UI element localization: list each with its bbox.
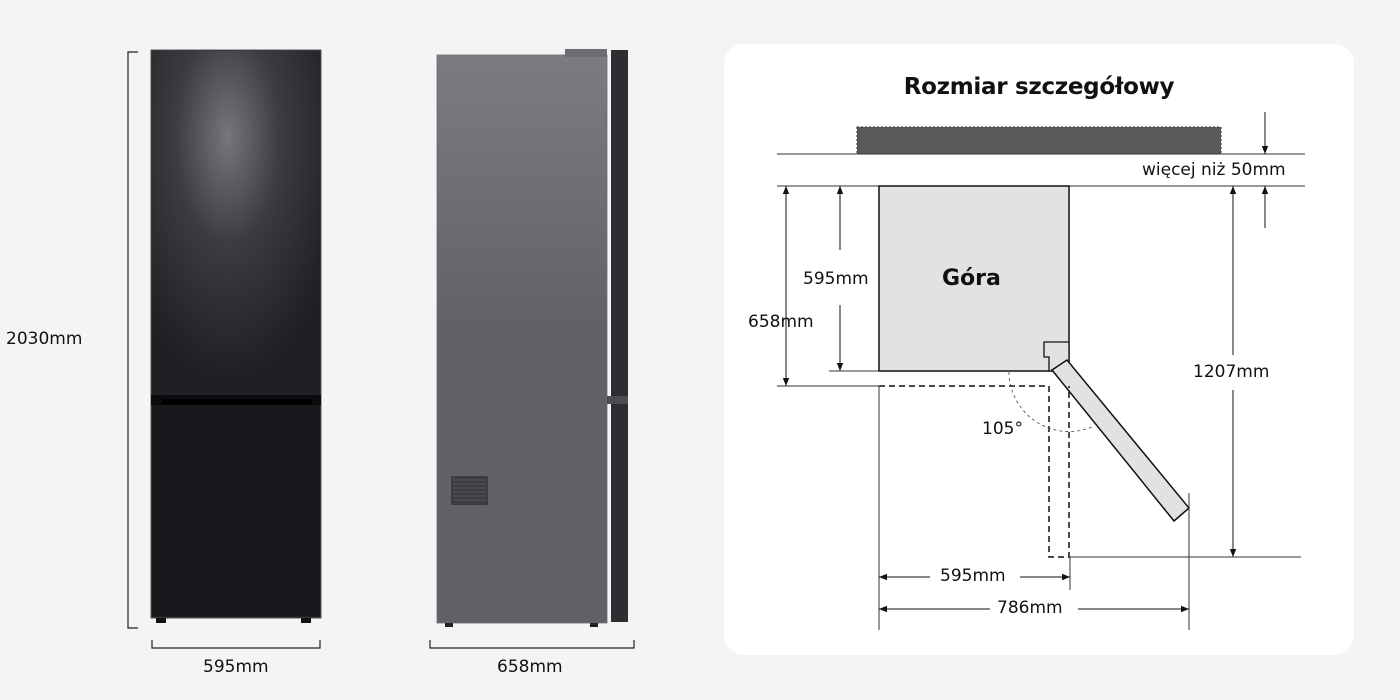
panel-title: Rozmiar szczegółowy <box>903 74 1175 100</box>
door-angle-label: 105° <box>982 419 1023 439</box>
top-view-body-label: Góra <box>942 266 1001 291</box>
width-label: 595mm <box>940 566 1006 586</box>
front-width-label: 595mm <box>203 657 269 677</box>
height-label: 2030mm <box>6 329 83 349</box>
open-width-label: 786mm <box>997 598 1063 618</box>
depth-with-door-label: 658mm <box>748 312 814 332</box>
clearance-label: więcej niż 50mm <box>1142 160 1286 180</box>
open-depth-label: 1207mm <box>1193 362 1270 382</box>
depth-without-door-label: 595mm <box>803 269 869 289</box>
side-depth-label: 658mm <box>497 657 563 677</box>
